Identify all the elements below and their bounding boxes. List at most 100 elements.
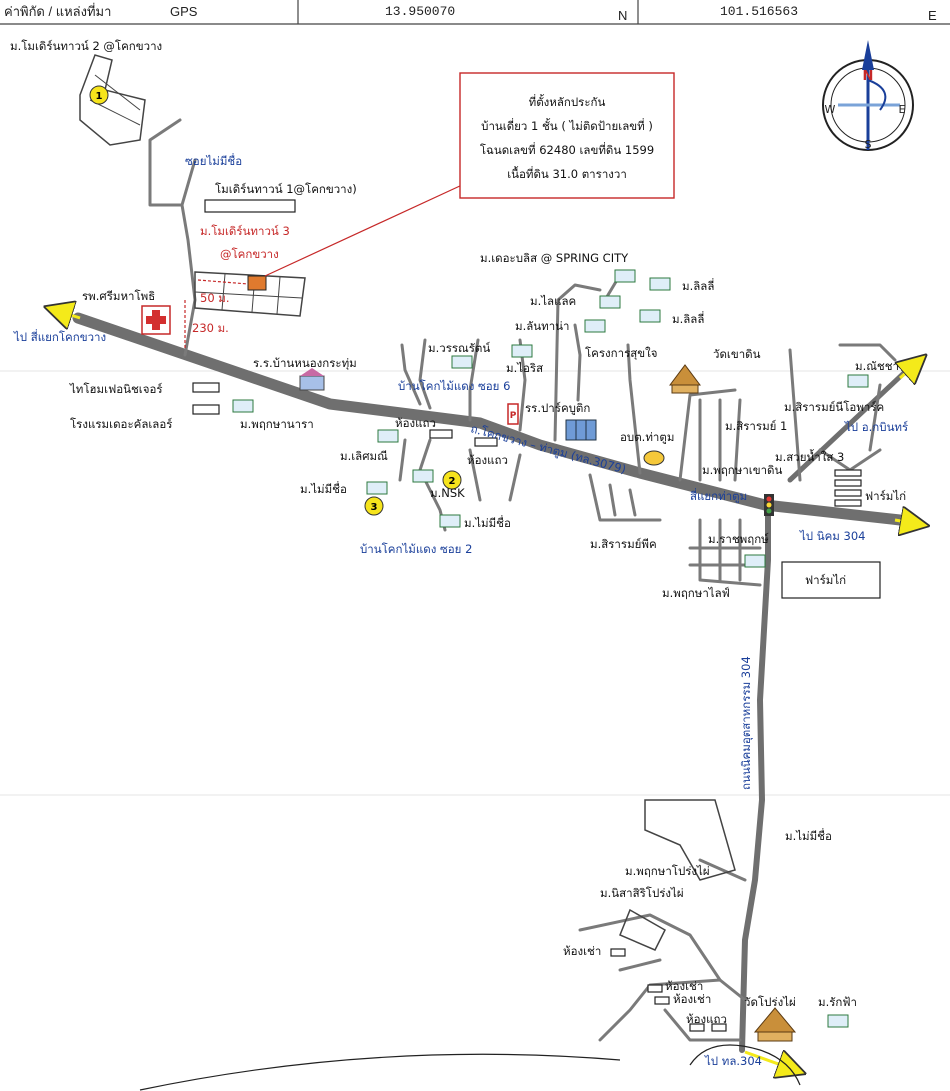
label-hotel: โรงแรมเดอะคัลเลอร์: [70, 417, 172, 431]
label-spring-city: ม.เดอะบลิส @ SPRING CITY: [480, 251, 629, 265]
house-icon: [744, 554, 766, 568]
info-line-1: ที่ตั้งหลักประกัน: [529, 94, 606, 109]
road-to-prachin: [787, 369, 908, 483]
house-icon: [377, 429, 399, 443]
label-suay-namsai: ม.สวยน้ำใส 3: [775, 449, 844, 464]
label-siram-neo: ม.สิรารมย์นีโอพาร์ค: [784, 400, 884, 414]
arrow-to-kokkwang: [55, 310, 81, 318]
municipal-office-icon: [643, 450, 665, 466]
arrow-to-prachin: [900, 362, 918, 378]
label-to-304: ไป ทล.304: [704, 1054, 762, 1068]
house-icon: [412, 469, 434, 483]
compass-n: N: [863, 69, 874, 84]
longitude-value: 101.516563: [720, 4, 798, 19]
svg-text:3: 3: [371, 502, 378, 513]
house-icon: [366, 481, 388, 495]
house-icon: [639, 309, 661, 323]
info-line-3: โฉนดเลขที่ 62480 เลขที่ดิน 1599: [480, 142, 654, 157]
label-unnamed2: ม.ไม่มีชื่อ: [464, 515, 511, 530]
label-soi2: บ้านโคกไม้แดง ซอย 2: [360, 542, 472, 556]
label-wat-prongpai: วัดโปร่งไผ่: [744, 995, 796, 1009]
marker-3: 3: [364, 496, 384, 516]
compass-w: W: [825, 103, 836, 116]
label-siram-pic: ม.สิรารมย์พีค: [590, 537, 657, 551]
svg-text:1: 1: [96, 91, 103, 102]
house-icon: [827, 1014, 849, 1028]
label-siram1: ม.สิรารมย์ 1: [725, 419, 787, 433]
label-thaihome: ไทโฮมเฟอนิชเจอร์: [69, 382, 163, 396]
label-rrpark: รร.ปาร์คบูติก: [525, 401, 590, 415]
traffic-light-icon: [764, 494, 774, 516]
collateral-plot: [247, 275, 267, 291]
label-road-3079: ถ.โคกขวาง – ท่าตูม (ทล.3079): [469, 421, 627, 476]
label-intersection: สี่แยกท่าตูม: [690, 488, 747, 503]
label-school: ร.ร.บ้านหนองกระทุ่ม: [253, 356, 357, 370]
label-unnamed1: ม.ไม่มีชื่อ: [300, 481, 347, 496]
label-50m: 50 ม.: [200, 291, 230, 305]
label-modern-town2: ม.โมเดิร์นทาวน์ 2 @โคกขวาง: [10, 39, 162, 53]
house-icon: [511, 344, 533, 358]
marker-2: 2: [442, 470, 462, 490]
coord-source: GPS: [170, 4, 198, 19]
label-row3: ห้องแถว: [686, 1012, 727, 1026]
label-hospital: รพ.ศรีมหาโพธิ: [82, 289, 155, 303]
house-icon: [451, 355, 473, 369]
label-rent2: ห้องเช่า: [665, 979, 703, 993]
svg-text:2: 2: [449, 476, 456, 487]
label-natcha: ม.ณัชชา: [855, 359, 899, 373]
label-project: โครงการสุขใจ: [585, 346, 658, 360]
label-pruksa-khaodin: ม.พฤกษาเขาดิน: [702, 463, 782, 477]
arrow-to-304: [744, 1052, 795, 1070]
hospital-cross-icon: [141, 305, 171, 335]
north-arrow-icon: [862, 40, 874, 70]
latitude-value: 13.950070: [385, 4, 455, 19]
label-modern-town3-b: @โคกขวาง: [220, 247, 279, 261]
house-icon: [439, 514, 461, 528]
temple-icon-south: [753, 1007, 797, 1042]
map-labels: ม.โมเดิร์นทาวน์ 2 @โคกขวาง ซอยไม่มีชื่อ …: [10, 39, 908, 1068]
label-farm1: ฟาร์มไก่: [865, 489, 906, 503]
label-lanthana: ม.ลันทาน่า: [515, 319, 570, 333]
label-obt: อบต.ท่าตูม: [620, 430, 674, 444]
label-lyland: ม.ไลแลค: [530, 294, 576, 308]
office-building-icon: [565, 419, 597, 441]
label-nsk: ม.NSK: [430, 486, 465, 500]
info-line-2: บ้านเดี่ยว 1 ชั้น ( ไม่ติดป้ายเลขที่ ): [481, 118, 653, 133]
house-icon: [232, 399, 254, 413]
house-icon: [847, 374, 869, 388]
temple-icon: [669, 364, 701, 394]
label-to-nikom: ไป นิคม 304: [799, 529, 865, 543]
coord-label: ค่าพิกัด / แหล่งที่มา: [4, 3, 111, 19]
coordinate-header: ค่าพิกัด / แหล่งที่มา GPS 13.950070 N 10…: [0, 0, 950, 25]
label-farm2: ฟาร์มไก่: [805, 573, 846, 587]
label-unnamed3: ม.ไม่มีชื่อ: [785, 828, 832, 843]
label-modern-town3: ม.โมเดิร์นทาวน์ 3: [200, 224, 290, 238]
subdivision-blocks: [79, 54, 881, 1032]
arrow-to-nikom: [894, 520, 918, 524]
label-iris: ม.ไอริส: [506, 361, 543, 375]
label-pruksa-prongpai: ม.พฤกษาโปร่งไผ่: [625, 864, 710, 878]
label-nisa: ม.นิสาสิริโปร่งไผ่: [600, 886, 684, 900]
school-icon: [299, 368, 325, 391]
label-lertsamanee: ม.เลิศมณี: [340, 449, 388, 463]
road-304: [739, 502, 771, 1053]
marker-1: 1: [89, 85, 109, 105]
label-lilly2: ม.ลิลลี่: [672, 311, 704, 326]
house-icon: [599, 295, 621, 309]
info-line-4: เนื้อที่ดิน 31.0 ตารางวา: [507, 166, 627, 181]
label-rakfa: ม.รักฟ้า: [818, 995, 857, 1009]
house-icon: [649, 277, 671, 291]
info-box: [459, 72, 675, 199]
farm-box: [781, 561, 881, 599]
label-wannarat: ม.วรรณรัตน์: [428, 341, 490, 355]
house-icon: [584, 319, 606, 333]
gas-station-icon: P: [507, 403, 519, 425]
longitude-unit: E: [928, 8, 937, 23]
label-wat-khaodin: วัดเขาดิน: [713, 347, 761, 361]
label-soi-unnamed: ซอยไม่มีชื่อ: [185, 153, 242, 168]
compass-rose: N S E W: [822, 40, 914, 151]
compass-e: E: [899, 103, 906, 116]
label-road-304: ถนนนิคมอุตสาหกรรม 304: [739, 656, 753, 790]
